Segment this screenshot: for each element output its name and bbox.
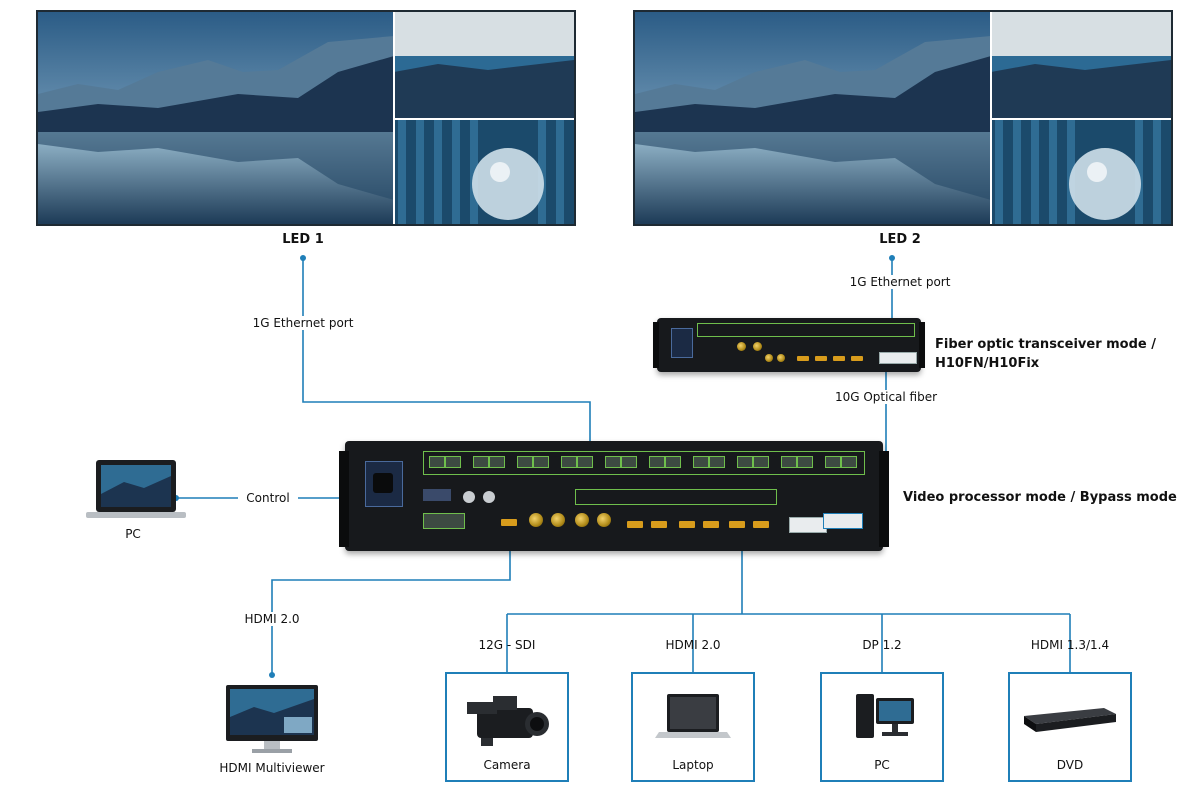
hdmi-input	[753, 521, 769, 528]
processor-control-ports	[423, 489, 451, 501]
source-label-dvd: DVD	[1056, 758, 1084, 772]
led1-label: LED 1	[282, 232, 324, 247]
led2-screen	[633, 10, 1173, 226]
transceiver-mode-line1: Fiber optic transceiver mode /	[935, 337, 1157, 352]
transceiver-left-ear	[653, 322, 659, 368]
transceiver-bnc	[737, 342, 746, 351]
ethernet-port	[753, 456, 769, 468]
transceiver-device	[653, 318, 925, 372]
sdi-bnc	[551, 513, 565, 527]
ethernet-port	[781, 456, 797, 468]
source-interface-camera: 12G - SDI	[478, 638, 536, 652]
led1-port-label: 1G Ethernet port	[249, 316, 357, 330]
source-label-camera: Camera	[483, 758, 531, 772]
fiber-link-label: 10G Optical fiber	[831, 390, 941, 404]
control-pc-laptop-icon	[86, 460, 186, 518]
ethernet-port	[489, 456, 505, 468]
processor-power-plug	[373, 473, 393, 493]
processor-hdmi-out	[501, 519, 517, 526]
ethernet-port	[621, 456, 637, 468]
ethernet-port	[797, 456, 813, 468]
transceiver-bnc	[765, 354, 773, 362]
hdmi-input	[679, 521, 695, 528]
processor-left-ear	[339, 451, 349, 547]
ethernet-port	[561, 456, 577, 468]
ethernet-port	[429, 456, 445, 468]
pc-icon	[856, 694, 914, 738]
led2-screen-image	[635, 12, 1171, 224]
ethernet-port	[445, 456, 461, 468]
ethernet-port	[577, 456, 593, 468]
dot-multiviewer	[269, 672, 275, 678]
led1-link-line	[302, 258, 591, 455]
dvd-player-icon	[1024, 708, 1116, 732]
processor-lan-ports	[423, 513, 465, 529]
transceiver-hdmi	[815, 356, 827, 361]
sdi-bnc	[575, 513, 589, 527]
hdmi-input	[729, 521, 745, 528]
processor-fiber-ports	[823, 513, 863, 529]
processor-ethernet-strip	[423, 451, 865, 475]
led2-port-label: 1G Ethernet port	[846, 275, 954, 289]
multiviewer-monitor-icon	[226, 685, 318, 753]
source-box-dvd: DVD	[1008, 672, 1132, 782]
ethernet-port	[825, 456, 841, 468]
ethernet-port	[517, 456, 533, 468]
source-interface-laptop: HDMI 2.0	[665, 638, 721, 652]
control-pc-label: PC	[125, 527, 141, 541]
processor-genlock-bnc	[483, 491, 495, 503]
processor-device	[339, 441, 889, 551]
multiviewer-link-label: HDMI 2.0	[241, 612, 303, 626]
transceiver-hdmi	[797, 356, 809, 361]
hdmi-input	[703, 521, 719, 528]
multiviewer-link-line	[271, 550, 511, 675]
transceiver-bnc	[777, 354, 785, 362]
dot-led1	[300, 255, 306, 261]
ethernet-port	[605, 456, 621, 468]
laptop-icon	[655, 694, 731, 738]
ethernet-port	[665, 456, 681, 468]
transceiver-ethernet-ports	[697, 323, 915, 337]
source-interface-pc: DP 1.2	[862, 638, 902, 652]
dot-led2	[889, 255, 895, 261]
sdi-bnc	[529, 513, 543, 527]
led1-screen-image	[38, 12, 574, 224]
ethernet-port	[533, 456, 549, 468]
source-box-pc: PC	[820, 672, 944, 782]
ethernet-port	[693, 456, 709, 468]
transceiver-fiber-ports	[879, 352, 917, 364]
ethernet-port	[737, 456, 753, 468]
transceiver-hdmi	[833, 356, 845, 361]
sdi-bnc	[597, 513, 611, 527]
source-label-laptop: Laptop	[672, 758, 714, 772]
control-link-label: Control	[246, 491, 290, 505]
dp-input	[627, 521, 643, 528]
led2-label: LED 2	[879, 232, 921, 247]
ethernet-port	[841, 456, 857, 468]
source-box-laptop: Laptop	[631, 672, 755, 782]
transceiver-hdmi	[851, 356, 863, 361]
transceiver-power	[671, 328, 693, 358]
transceiver-bnc	[753, 342, 762, 351]
led1-screen	[36, 10, 576, 226]
processor-mode-label: Video processor mode / Bypass mode	[903, 490, 1177, 505]
ethernet-port	[709, 456, 725, 468]
ethernet-port	[649, 456, 665, 468]
source-box-camera: Camera	[445, 672, 569, 782]
processor-right-ear	[879, 451, 889, 547]
processor-fiber-ports	[789, 517, 827, 533]
transceiver-mode-line2: H10FN/H10Fix	[935, 356, 1040, 371]
dp-input	[651, 521, 667, 528]
source-interface-dvd: HDMI 1.3/1.4	[1030, 638, 1110, 652]
ethernet-port	[473, 456, 489, 468]
multiviewer-label: HDMI Multiviewer	[219, 761, 325, 775]
source-label-pc: PC	[874, 758, 890, 772]
camera-icon	[467, 696, 549, 746]
processor-genlock-bnc	[463, 491, 475, 503]
transceiver-right-ear	[919, 322, 925, 368]
processor-input-card	[575, 489, 777, 505]
